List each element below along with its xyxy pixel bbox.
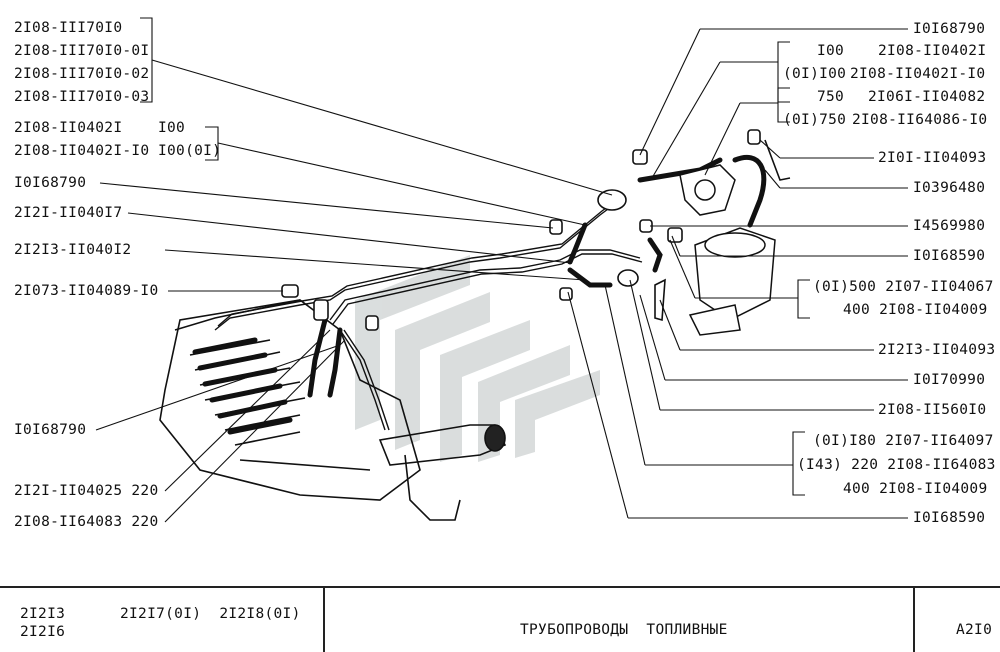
title-block-divider	[913, 588, 915, 652]
model-code: 2I2I7(0I) 2I2I8(0I)	[120, 606, 301, 622]
part-label: 2I2I-II040I7	[14, 205, 123, 221]
part-label: 2I073-II04089-I0	[14, 283, 159, 299]
part-label: (0I)I80 2I07-II64097	[813, 433, 994, 449]
fuel-pump	[679, 164, 736, 216]
fuel-tank	[159, 299, 421, 501]
part-label: 2I08-II64083 220	[14, 514, 159, 530]
part-label: 2I0I-II04093	[878, 150, 987, 166]
model-code: 2I2I6	[20, 624, 66, 640]
carburetor	[688, 227, 776, 336]
part-label: 2I08-II0402I-I0	[850, 66, 986, 82]
fuel-lines-diagram	[95, 17, 908, 523]
part-label: I0I68790	[913, 21, 986, 37]
model-code: 2I2I3	[20, 606, 66, 622]
part-label: (I43) 220 2I08-II64083	[797, 457, 996, 473]
watermark-logo	[355, 255, 600, 462]
part-label: 2I2I-II04025 220	[14, 483, 159, 499]
leader-lines	[95, 17, 908, 523]
part-label: 2I06I-II04082	[868, 89, 986, 105]
part-label: 400 2I08-II04009	[843, 302, 988, 318]
part-label: 2I08-III70I0	[14, 20, 123, 36]
part-label: 2I2I3-II04093	[878, 342, 996, 358]
part-label: 2I08-II0402I-I0	[14, 143, 150, 159]
part-label: 2I08-III70I0-0I	[14, 43, 150, 59]
filler-neck	[378, 424, 507, 521]
part-quantity: I00	[817, 43, 845, 59]
page-title: ТРУБОПРОВОДЫ ТОПЛИВНЫЕ	[520, 622, 728, 638]
part-quantity: I00(0I)	[158, 143, 222, 159]
part-label: I0I68590	[913, 510, 986, 526]
part-label: 2I08-II0402I	[14, 120, 123, 136]
part-label: 2I08-III70I0-02	[14, 66, 150, 82]
part-label: 2I08-II560I0	[878, 402, 987, 418]
part-quantity: I00	[158, 120, 186, 136]
part-quantity: 750	[817, 89, 845, 105]
fuel-filter	[597, 189, 639, 287]
part-label: (0I)500 2I07-II04067	[813, 279, 994, 295]
part-quantity: (0I)750	[783, 112, 847, 128]
part-label: I0I68590	[913, 248, 986, 264]
page-code: A2I0	[956, 622, 993, 638]
title-block-divider	[323, 588, 325, 652]
part-label: I0I68790	[14, 175, 87, 191]
part-label: I4569980	[913, 218, 986, 234]
part-label: I0I70990	[913, 372, 986, 388]
part-quantity: (0I)I00	[783, 66, 847, 82]
part-label: I0396480	[913, 180, 986, 196]
tank-ribs	[192, 337, 293, 435]
part-label: 2I08-II64086-I0	[852, 112, 988, 128]
part-label: I0I68790	[14, 422, 87, 438]
fuel-hoses	[307, 155, 767, 398]
part-label: 2I08-II0402I	[878, 43, 987, 59]
part-label: 400 2I08-II04009	[843, 481, 988, 497]
title-block: 2I2I3 2I2I6 2I2I7(0I) 2I2I8(0I) ТРУБОПРО…	[0, 586, 1000, 652]
part-label: 2I08-III70I0-03	[14, 89, 150, 105]
part-label: 2I2I3-II040I2	[14, 242, 132, 258]
